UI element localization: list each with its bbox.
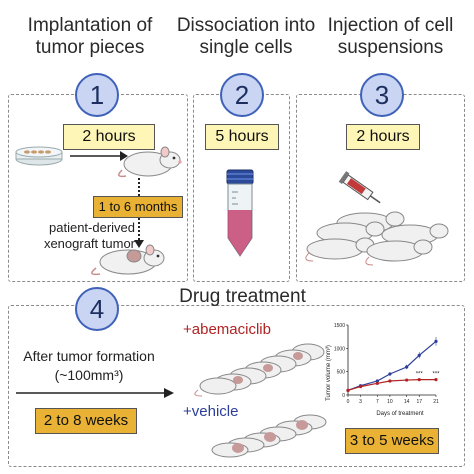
wait-duration: 2 to 8 weeks bbox=[35, 408, 137, 434]
treatment-duration: 3 to 5 weeks bbox=[345, 428, 439, 454]
series-line-0 bbox=[347, 340, 437, 391]
x-tick-label: 3 bbox=[359, 399, 362, 405]
x-tick-label: 21 bbox=[433, 399, 439, 405]
tumor-volume-chart: Tumor volume (mm³) Days of treatment 0 50… bbox=[326, 323, 440, 417]
step1-title: Implantation of tumor pieces bbox=[27, 15, 153, 58]
step4-number-circle: 4 bbox=[75, 287, 119, 331]
x-tick-label: 0 bbox=[347, 399, 350, 405]
y-tick-label: 1000 bbox=[334, 346, 345, 352]
data-point bbox=[417, 353, 421, 357]
step1-duration: 2 hours bbox=[63, 124, 155, 150]
data-point bbox=[417, 378, 421, 382]
x-tick-label: 17 bbox=[416, 399, 422, 405]
conical-tube-icon bbox=[226, 169, 254, 257]
y-axis-label: Tumor volume (mm³) bbox=[326, 345, 332, 401]
vehicle-arm-label: +vehicle bbox=[183, 403, 239, 420]
step3-duration: 2 hours bbox=[346, 124, 420, 150]
abemaciclib-arm-label: +abemaciclib bbox=[183, 321, 271, 338]
y-tick-label: 0 bbox=[342, 393, 345, 399]
data-point bbox=[388, 372, 392, 376]
step2-duration: 5 hours bbox=[205, 124, 279, 150]
syringe-icon bbox=[338, 171, 381, 204]
mouse-icon bbox=[118, 146, 182, 178]
petri-dish-icon bbox=[15, 146, 63, 166]
vehicle-mice-icon bbox=[211, 414, 327, 458]
data-point bbox=[375, 381, 379, 385]
step2-number-circle: 2 bbox=[220, 73, 264, 117]
data-point bbox=[434, 378, 438, 382]
data-point bbox=[405, 365, 409, 369]
step3-title: Injection of cell suspensions bbox=[327, 15, 454, 58]
formation-line2: (~100mm³) bbox=[54, 367, 124, 383]
y-tick-label: 1500 bbox=[334, 323, 345, 329]
treatment-arrow bbox=[16, 388, 174, 398]
step3-number-circle: 3 bbox=[360, 73, 404, 117]
x-tick-label: 10 bbox=[387, 399, 393, 405]
implant-arrow bbox=[70, 151, 128, 161]
step4-panel bbox=[8, 305, 465, 467]
y-tick-label: 500 bbox=[337, 370, 346, 376]
significance-label: *** bbox=[416, 371, 424, 377]
mice-group-icon bbox=[305, 211, 449, 266]
data-point bbox=[434, 339, 438, 343]
x-tick-label: 7 bbox=[376, 399, 379, 405]
data-point bbox=[346, 388, 350, 392]
data-point bbox=[405, 378, 409, 382]
treated-mice-icon bbox=[194, 343, 325, 397]
data-point bbox=[358, 385, 363, 389]
data-point bbox=[375, 379, 379, 383]
x-axis-label: Days of treatment bbox=[376, 411, 424, 417]
step1-number-circle: 1 bbox=[75, 73, 119, 117]
x-tick-label: 14 bbox=[404, 399, 410, 405]
step4-title: Drug treatment bbox=[179, 286, 306, 307]
pdx-label-line2: xenograft tumor bbox=[43, 236, 135, 251]
data-point bbox=[388, 379, 392, 383]
formation-line1: After tumor formation bbox=[23, 348, 155, 364]
step1-interval: 1 to 6 months bbox=[93, 196, 183, 218]
pdx-label-line1: patient-derived bbox=[49, 220, 135, 235]
time-arrow bbox=[134, 178, 144, 248]
significance-label: *** bbox=[432, 371, 440, 377]
tumor-mouse-icon bbox=[91, 244, 165, 276]
step2-title: Dissociation into single cells bbox=[176, 15, 316, 58]
